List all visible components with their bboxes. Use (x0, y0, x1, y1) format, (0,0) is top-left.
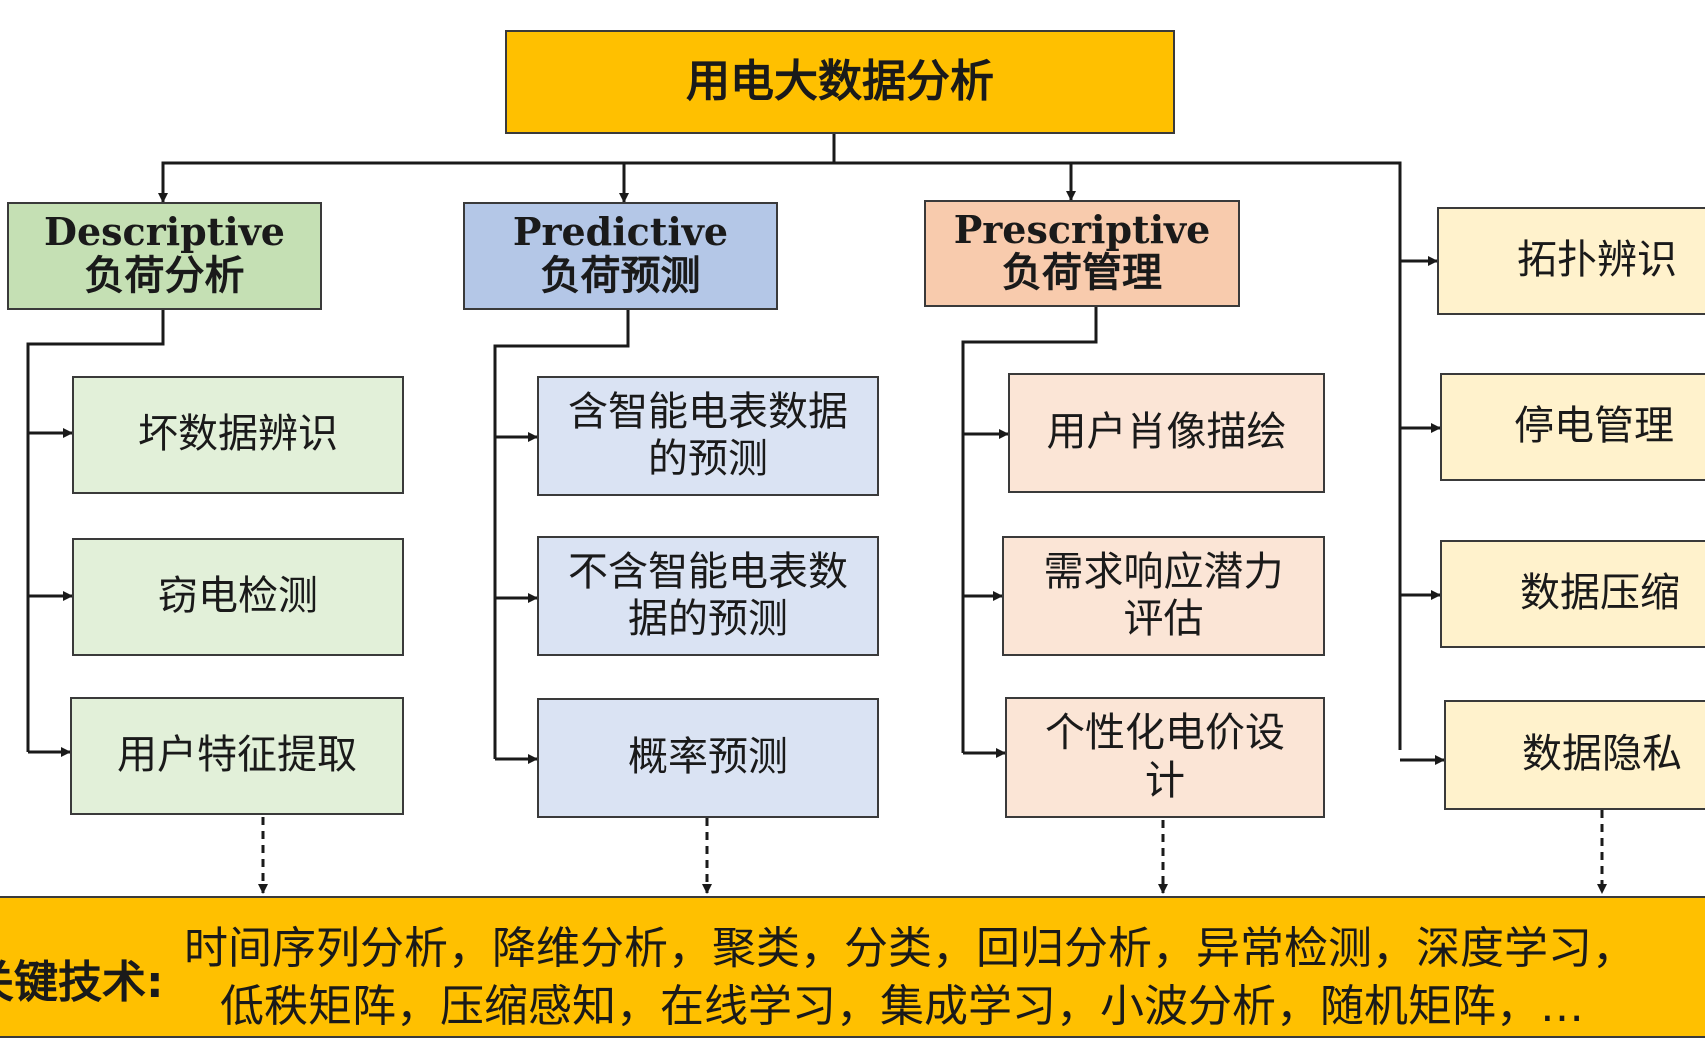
descriptive-item-3: 用户特征提取 (70, 697, 404, 815)
descriptive-item-1-label: 坏数据辨识 (138, 411, 338, 458)
predictive-item-2-label: 不含智能电表数据的预测 (568, 548, 848, 642)
other-item-4-label: 数据隐私 (1522, 731, 1682, 778)
prescriptive-item-1: 用户肖像描绘 (1008, 373, 1325, 493)
other-item-2-label: 停电管理 (1514, 403, 1674, 450)
other-item-1-label: 拓扑辨识 (1517, 237, 1677, 284)
key-tech-line-1: 时间序列分析，降维分析，聚类，分类，回归分析，异常检测，深度学习， (184, 923, 1636, 974)
predictive-item-3-label: 概率预测 (628, 734, 788, 781)
key-tech-label: 关键技术: (0, 957, 164, 1008)
prescriptive-zh-label: 负荷管理 (1002, 250, 1162, 297)
prescriptive-item-3: 个性化电价设计 (1005, 697, 1325, 818)
predictive-item-1-label: 含智能电表数据的预测 (568, 388, 848, 482)
predictive-spine (493, 310, 630, 759)
prescriptive-item-2-label: 需求响应潜力评估 (1043, 548, 1284, 642)
other-item-3-label: 数据压缩 (1520, 570, 1680, 617)
descriptive-item-2-label: 窃电检测 (158, 573, 318, 620)
predictive-en-label: Predictive (512, 209, 729, 255)
other-item-2: 停电管理 (1440, 373, 1705, 481)
predictive-zh-label: 负荷预测 (540, 252, 701, 299)
key-tech-bar: 关键技术: 时间序列分析，降维分析，聚类，分类，回归分析，异常检测，深度学习， … (0, 896, 1705, 1038)
predictive-item-1: 含智能电表数据的预测 (537, 376, 879, 496)
other-item-4: 数据隐私 (1444, 700, 1705, 810)
main-title: 用电大数据分析 (686, 56, 994, 108)
prescriptive-en-label: Prescriptive (953, 206, 1211, 252)
prescriptive-header-box: Prescriptive 负荷管理 (924, 200, 1240, 307)
descriptive-header-box: Descriptive 负荷分析 (7, 202, 322, 310)
prescriptive-item-1-label: 用户肖像描绘 (1046, 409, 1287, 456)
predictive-header-box: Predictive 负荷预测 (463, 202, 778, 310)
descriptive-item-2: 窃电检测 (72, 538, 404, 656)
key-tech-line-2: 低秩矩阵，压缩感知，在线学习，集成学习，小波分析，随机矩阵，… (220, 981, 1584, 1032)
prescriptive-item-2: 需求响应潜力评估 (1002, 536, 1325, 656)
descriptive-item-3-label: 用户特征提取 (117, 732, 357, 779)
predictive-item-3: 概率预测 (537, 698, 879, 818)
descriptive-spine (26, 310, 165, 752)
descriptive-en-label: Descriptive (44, 209, 285, 255)
main-title-box: 用电大数据分析 (505, 30, 1175, 134)
descriptive-item-1: 坏数据辨识 (72, 376, 404, 494)
predictive-item-2: 不含智能电表数据的预测 (537, 536, 879, 656)
other-item-1: 拓扑辨识 (1437, 207, 1705, 315)
descriptive-zh-label: 负荷分析 (84, 252, 245, 299)
other-item-3: 数据压缩 (1440, 540, 1705, 648)
prescriptive-item-3-label: 个性化电价设计 (1045, 710, 1285, 804)
prescriptive-spine (961, 307, 1098, 753)
